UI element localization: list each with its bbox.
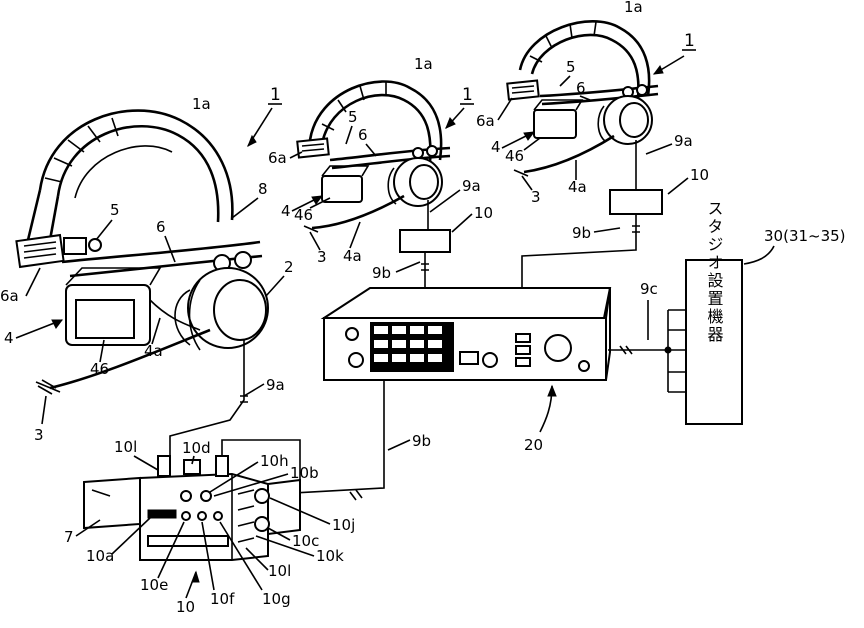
label-10d: 10d	[182, 439, 211, 457]
label-9a: 9a	[266, 376, 285, 394]
label-46-right: 46	[505, 147, 524, 165]
label-10e: 10e	[140, 576, 168, 594]
label-6a: 6a	[0, 287, 19, 305]
label-10h: 10h	[260, 452, 289, 470]
label-6-middle: 6	[358, 126, 368, 144]
studio-equipment-text: スタジオ設置機器	[705, 200, 724, 344]
label-10g: 10g	[262, 590, 291, 608]
label-10-middle: 10	[474, 204, 493, 222]
label-3: 3	[34, 426, 44, 444]
label-1a-middle: 1a	[414, 55, 433, 73]
label-4-middle: 4	[281, 202, 291, 220]
label-4a-middle: 4a	[343, 247, 362, 265]
headset-right	[506, 20, 659, 177]
label-4a: 4a	[144, 342, 163, 360]
headset-large	[15, 109, 269, 395]
label-8: 8	[258, 180, 268, 198]
label-1a: 1a	[192, 95, 211, 113]
label-2: 2	[284, 258, 294, 276]
headset-middle	[296, 80, 451, 233]
control-unit-box-middle	[399, 229, 451, 253]
label-6a-middle: 6a	[268, 149, 287, 167]
label-3-right: 3	[531, 188, 541, 206]
label-46: 46	[90, 360, 109, 378]
label-1: 1	[270, 85, 281, 105]
label-6-right: 6	[576, 79, 586, 97]
label-10l-low: 10l	[268, 562, 291, 580]
label-5-right: 5	[566, 58, 576, 76]
label-5-middle: 5	[348, 108, 358, 126]
label-20: 20	[524, 436, 543, 454]
label-9b-cable: 9b	[412, 432, 431, 450]
label-1-middle: 1	[462, 85, 473, 105]
label-10: 10	[176, 598, 195, 616]
label-6: 6	[156, 218, 166, 236]
label-10a: 10a	[86, 547, 114, 565]
label-9b-middle: 9b	[372, 264, 391, 282]
label-10j: 10j	[332, 516, 355, 534]
label-9b-right: 9b	[572, 224, 591, 242]
label-10-right: 10	[690, 166, 709, 184]
label-4: 4	[4, 329, 14, 347]
label-46-middle: 46	[294, 206, 313, 224]
label-1a-right: 1a	[624, 0, 643, 16]
studio-equipment-box	[685, 259, 743, 425]
control-unit-box-right	[609, 189, 663, 215]
label-30: 30(31~35)	[764, 227, 846, 245]
label-10f: 10f	[210, 590, 235, 608]
label-4a-right: 4a	[568, 178, 587, 196]
label-10c: 10c	[292, 532, 319, 550]
label-1-right: 1	[684, 31, 695, 51]
label-4-right: 4	[491, 138, 501, 156]
mixing-console	[320, 287, 612, 381]
label-9a-right: 9a	[674, 132, 693, 150]
label-3-middle: 3	[317, 248, 327, 266]
label-7: 7	[64, 528, 74, 546]
label-10l-top: 10l	[114, 438, 137, 456]
label-5: 5	[110, 201, 120, 219]
label-9c: 9c	[640, 280, 658, 298]
control-unit-10	[83, 439, 301, 561]
label-10k: 10k	[316, 547, 344, 565]
label-10b: 10b	[290, 464, 319, 482]
label-9a-middle: 9a	[462, 177, 481, 195]
label-6a-right: 6a	[476, 112, 495, 130]
